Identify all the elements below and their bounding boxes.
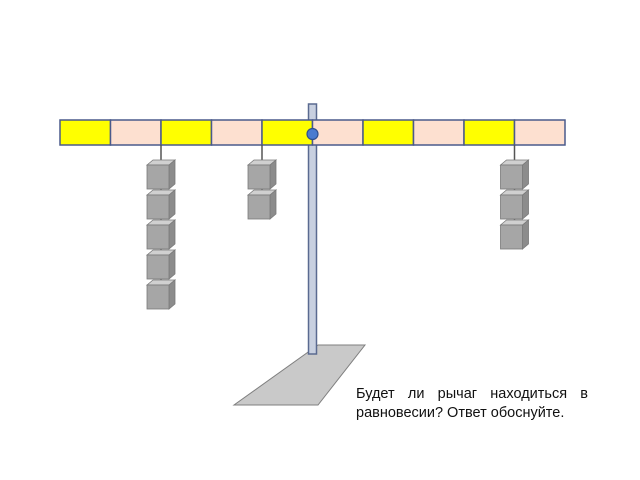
lever-bar: [59, 119, 566, 146]
weight-cube: [499, 189, 530, 220]
cube-front: [247, 194, 271, 220]
cube-front: [247, 164, 271, 190]
cube-front: [146, 254, 170, 280]
weight-cube: [499, 159, 530, 190]
stand-base: [232, 344, 367, 406]
weight-cube: [246, 189, 278, 220]
cube-side: [168, 249, 176, 280]
cube-front: [500, 194, 523, 220]
question-text: Будет ли рычаг находиться в равновесии? …: [356, 386, 588, 421]
weight-cube: [145, 249, 177, 280]
stand-plate: [232, 344, 367, 406]
pivot-point: [306, 127, 319, 141]
loads: [145, 145, 530, 310]
cube-front: [146, 194, 170, 220]
cube-side: [168, 219, 176, 250]
pole-rod: [307, 103, 318, 355]
cube-front: [146, 164, 170, 190]
lever-segment: [362, 119, 415, 146]
cube-side: [522, 219, 529, 250]
stand-pole: [307, 103, 318, 355]
cube-side: [522, 189, 529, 220]
lever-segment: [160, 119, 213, 146]
pivot-dot: [306, 127, 319, 141]
lever-segment: [513, 119, 566, 146]
lever-segment: [412, 119, 465, 146]
load-left-1: [246, 145, 278, 220]
cube-front: [146, 284, 170, 310]
lever-segment: [261, 119, 314, 146]
weight-cube: [145, 279, 177, 310]
lever-segment: [109, 119, 162, 146]
cube-front: [500, 164, 523, 190]
cube-side: [168, 189, 176, 220]
cube-side: [522, 159, 529, 190]
lever-segment: [311, 119, 364, 146]
cube-side: [269, 159, 277, 190]
weight-cube: [246, 159, 278, 190]
weight-cube: [499, 219, 530, 250]
cube-side: [269, 189, 277, 220]
load-right-4: [499, 145, 530, 250]
cube-front: [500, 224, 523, 250]
lever-segment: [210, 119, 263, 146]
cube-side: [168, 279, 176, 310]
weight-cube: [145, 159, 177, 190]
weight-cube: [145, 189, 177, 220]
cube-side: [168, 159, 176, 190]
weight-cube: [145, 219, 177, 250]
cube-front: [146, 224, 170, 250]
lever-segment: [463, 119, 516, 146]
lever-segment: [59, 119, 112, 146]
load-left-3: [145, 145, 177, 310]
